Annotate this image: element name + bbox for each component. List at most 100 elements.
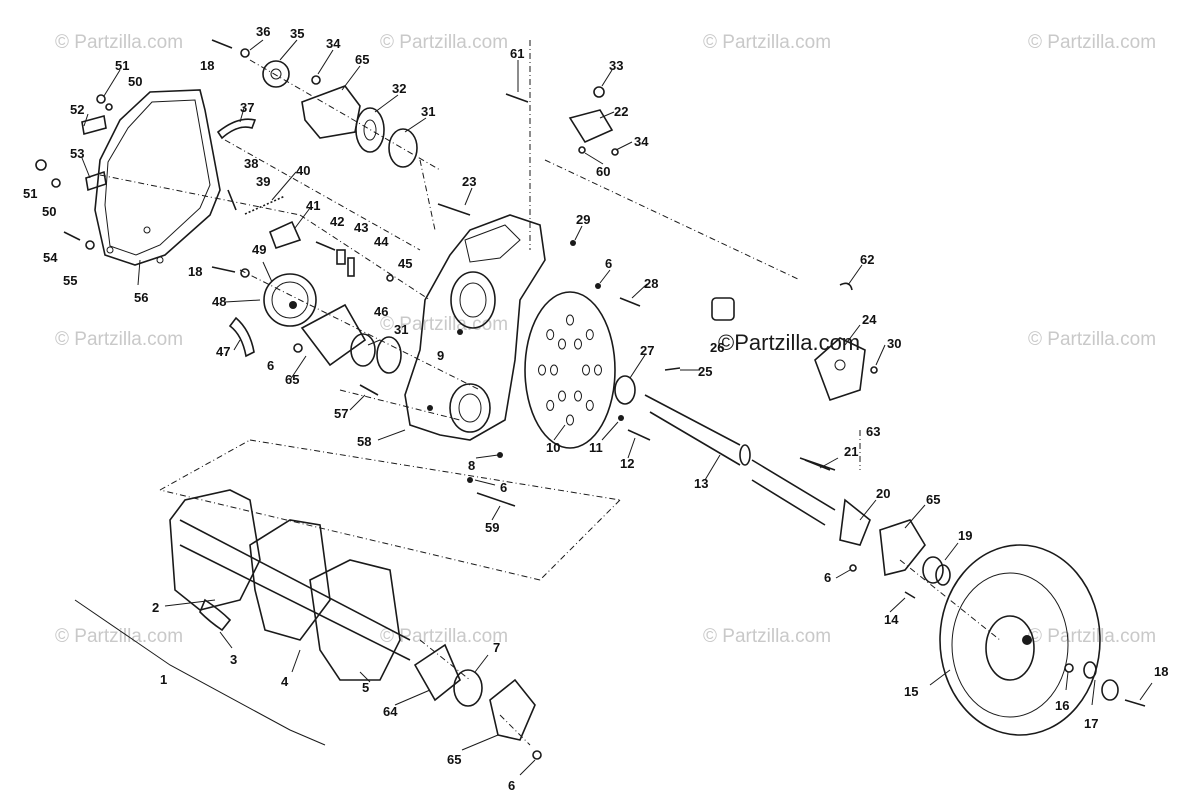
callout-label: 33 <box>609 58 623 73</box>
callout-label: 27 <box>640 343 654 358</box>
callout-label: 34 <box>634 134 649 149</box>
callout-label: 59 <box>485 520 499 535</box>
callout-label: 50 <box>128 74 142 89</box>
callout-label: 6 <box>267 358 274 373</box>
callout-label: 26 <box>710 340 724 355</box>
callout-label: 6 <box>500 480 507 495</box>
callout-label: 6 <box>605 256 612 271</box>
disc-hole <box>546 329 555 341</box>
watermark: © Partzilla.com <box>55 32 183 53</box>
chaincase-cover <box>94 89 221 266</box>
disc-hole <box>566 414 574 426</box>
callout-label: 55 <box>63 273 77 288</box>
disc-hole <box>558 338 566 350</box>
callout-label: 5 <box>362 680 369 695</box>
callout-label: 52 <box>70 102 84 117</box>
callout-label: 40 <box>296 163 310 178</box>
callout-label: 30 <box>887 336 901 351</box>
callout-label: 6 <box>508 778 515 793</box>
disc-hole <box>585 329 594 341</box>
callout-label: 2 <box>152 600 159 615</box>
callout-label: 42 <box>330 214 344 229</box>
callout-label: 12 <box>620 456 634 471</box>
watermark: © Partzilla.com <box>55 329 183 350</box>
callout-label: 51 <box>23 186 37 201</box>
callout-label: 64 <box>383 704 398 719</box>
callout-label: 34 <box>326 36 341 51</box>
callout-label: 58 <box>357 434 371 449</box>
callout-label: 16 <box>1055 698 1069 713</box>
assembly-lines <box>99 40 1001 746</box>
callout-label: 1 <box>160 672 167 687</box>
callout-label: 6 <box>824 570 831 585</box>
callout-label: 46 <box>374 304 388 319</box>
callout-label: 14 <box>884 612 899 627</box>
callout-label: 15 <box>904 684 918 699</box>
callout-label: 53 <box>70 146 84 161</box>
callout-label: 37 <box>240 100 254 115</box>
callout-label: 4 <box>281 674 289 689</box>
callout-label: 17 <box>1084 716 1098 731</box>
disc-hole <box>585 399 594 411</box>
callout-label: 54 <box>43 250 58 265</box>
watermark: © Partzilla.com <box>703 626 831 647</box>
watermark: © Partzilla.com <box>703 32 831 53</box>
callout-label: 38 <box>244 156 258 171</box>
watermark: © Partzilla.com <box>380 314 508 335</box>
callout-label: 18 <box>188 264 202 279</box>
callout-label: 60 <box>596 164 610 179</box>
watermark: © Partzilla.com <box>55 626 183 647</box>
callout-label: 47 <box>216 344 230 359</box>
disc-hole <box>574 338 582 350</box>
sprocket-assembly-top <box>211 39 418 282</box>
disc-hole <box>574 390 582 402</box>
callout-label: 61 <box>510 46 524 61</box>
callout-label: 13 <box>694 476 708 491</box>
callout-label: 18 <box>1154 664 1168 679</box>
callout-label: 18 <box>200 58 214 73</box>
callout-label: 25 <box>698 364 712 379</box>
callout-labels: 51 50 52 53 51 50 54 55 56 18 36 35 34 6… <box>23 24 1168 793</box>
disc-hole <box>558 390 566 402</box>
small-hardware-left <box>35 94 113 250</box>
callout-label: 65 <box>285 372 299 387</box>
callout-label: 31 <box>421 104 435 119</box>
callout-label: 11 <box>589 440 603 455</box>
callout-label: 28 <box>644 276 658 291</box>
callout-label: 45 <box>398 256 412 271</box>
watermark: © Partzilla.com <box>1028 32 1156 53</box>
disc-hole <box>582 364 590 376</box>
callout-label: 35 <box>290 26 304 41</box>
callout-label: 19 <box>958 528 972 543</box>
watermarks: © Partzilla.com © Partzilla.com © Partzi… <box>55 32 1156 647</box>
callout-label: 43 <box>354 220 368 235</box>
disc-hole <box>546 399 555 411</box>
center-watermark: ©Partzilla.com <box>718 330 860 355</box>
jackshaft <box>614 375 951 586</box>
watermark: © Partzilla.com <box>1028 329 1156 350</box>
driven-pulley <box>939 544 1146 736</box>
callout-label: 62 <box>860 252 874 267</box>
disc-hole <box>550 364 558 376</box>
drive-axle <box>74 489 542 760</box>
callout-label: 50 <box>42 204 56 219</box>
callout-label: 23 <box>462 174 476 189</box>
callout-label: 49 <box>252 242 266 257</box>
callout-label: 63 <box>866 424 880 439</box>
callout-label: 48 <box>212 294 226 309</box>
watermark: © Partzilla.com <box>380 626 508 647</box>
callout-label: 10 <box>546 440 560 455</box>
callout-label: 65 <box>447 752 461 767</box>
callout-label: 41 <box>306 198 320 213</box>
callout-label: 36 <box>256 24 270 39</box>
callout-label: 51 <box>115 58 129 73</box>
watermark: © Partzilla.com <box>380 32 508 53</box>
callout-label: 22 <box>614 104 628 119</box>
callout-label: 39 <box>256 174 270 189</box>
callout-label: 3 <box>230 652 237 667</box>
callout-label: 9 <box>437 348 444 363</box>
callout-label: 31 <box>394 322 408 337</box>
leader-lines <box>81 39 1153 776</box>
